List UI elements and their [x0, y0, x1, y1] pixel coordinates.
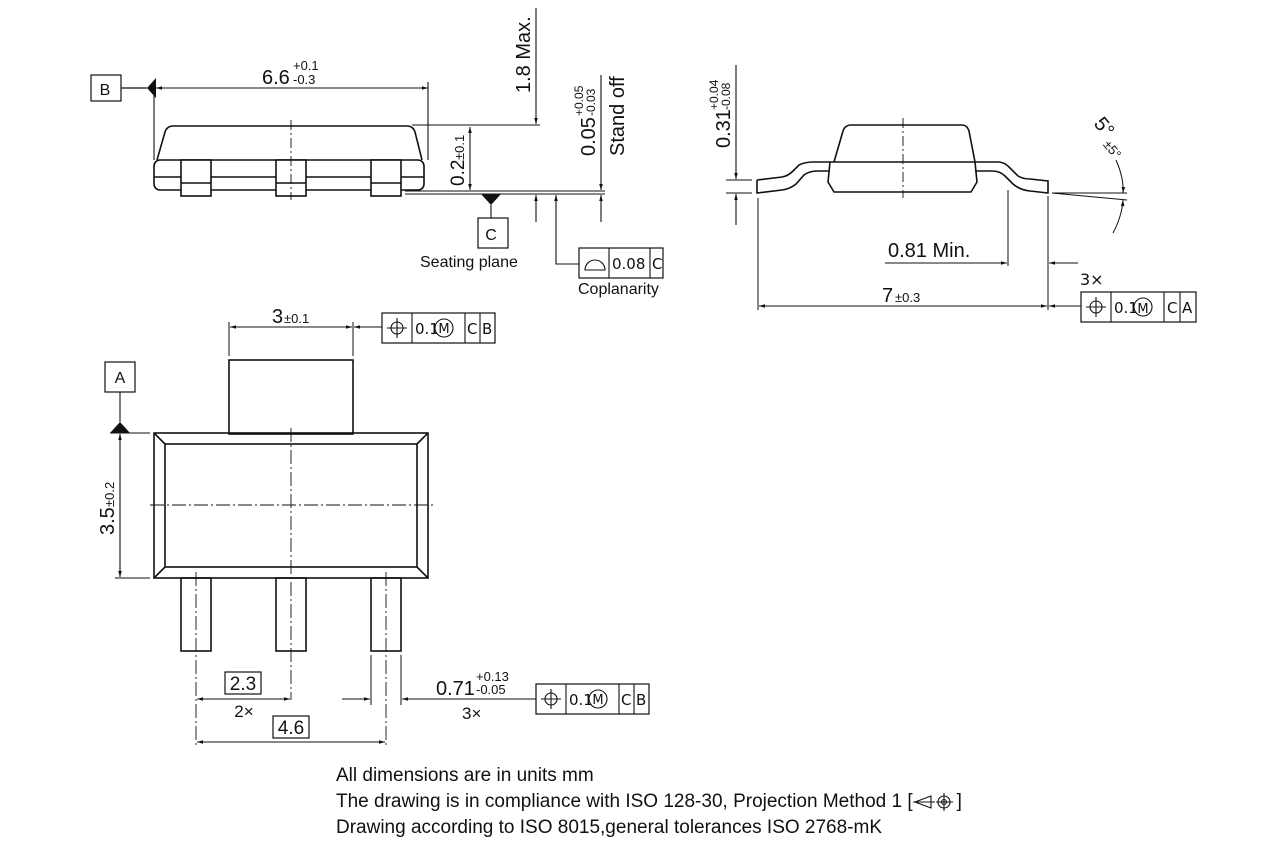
standoff-lower-tol: -0.03	[584, 88, 598, 116]
datum-c-box	[477, 217, 509, 249]
tab-fcf-value: 0.1	[415, 320, 439, 338]
tab-width-tol: ±0.1	[284, 311, 309, 326]
end-fcf-value: 0.1	[1114, 299, 1138, 317]
tab-fcf-datum-2: B	[482, 320, 492, 338]
body-standoff-tol: ±0.1	[452, 135, 467, 160]
mmc-modifier-icon	[1133, 297, 1153, 317]
note-tolerances: Drawing according to ISO 8015,general to…	[336, 817, 883, 838]
end-fcf-modifier: M	[1137, 302, 1148, 317]
lead-thickness-upper-tol: +0.04	[707, 79, 721, 110]
total-width-tol: ±0.3	[895, 290, 920, 305]
position-icon	[1086, 297, 1106, 317]
note-units: All dimensions are in units mm	[336, 765, 594, 786]
angle-dim: 5°	[1089, 113, 1118, 142]
pitch-multiplier: 2×	[234, 702, 253, 721]
lead-fcf-datum-1: C	[621, 691, 631, 709]
span-basic-box	[272, 715, 310, 739]
body-height-dim: 3.5	[97, 507, 119, 535]
tab-fcf	[381, 312, 496, 344]
end-view-multiplier: 3×	[1080, 270, 1104, 289]
tab-fcf-modifier: M	[438, 322, 449, 337]
pitch-dim: 2.3	[230, 674, 256, 695]
angle-tol: ±5°	[1100, 137, 1124, 162]
pitch-basic-box	[224, 671, 262, 695]
lead-width-dim: 0.71	[436, 678, 475, 700]
lead-length-min-dim: 0.81 Min.	[888, 240, 970, 262]
profile-surface-icon	[584, 259, 606, 271]
first-angle-projection-icon	[912, 792, 953, 811]
lead-fcf-value: 0.1	[569, 691, 593, 709]
total-width-dim: 7	[882, 285, 893, 307]
height-max-dim: 1.8 Max.	[513, 16, 535, 93]
length-dim: 6.6	[262, 67, 290, 89]
tab-width-dim: 3	[272, 306, 283, 328]
lead-width-lower-tol: -0.05	[476, 682, 506, 697]
body-standoff-dim: 0.2	[448, 160, 469, 186]
coplanarity-label: Coplanarity	[578, 281, 659, 298]
length-upper-tol: +0.1	[293, 58, 319, 73]
datum-a-label: A	[115, 370, 126, 387]
datum-triangle-icon	[110, 422, 130, 433]
end-view-fcf	[1080, 291, 1197, 323]
length-lower-tol: -0.3	[293, 72, 315, 87]
end-fcf-datum-1: C	[1167, 299, 1177, 317]
position-icon	[541, 689, 561, 709]
lead-width-upper-tol: +0.13	[476, 669, 509, 684]
end-view	[726, 65, 1197, 323]
standoff-upper-tol: +0.05	[572, 85, 586, 116]
lead-thickness-dim: 0.31	[713, 109, 735, 148]
coplanarity-value: 0.08	[612, 255, 645, 273]
coplanarity-fcf	[578, 247, 664, 279]
datum-c-label: C	[485, 227, 497, 244]
standoff-label: Stand off	[607, 76, 629, 156]
side-view	[90, 8, 664, 279]
position-icon	[387, 318, 407, 338]
seating-plane-label: Seating plane	[420, 254, 518, 271]
lead-fcf	[535, 683, 650, 715]
datum-b-label: B	[100, 82, 111, 99]
datum-triangle-icon	[147, 78, 156, 98]
lead-thickness-lower-tol: -0.08	[719, 82, 733, 110]
standoff-dim: 0.05	[578, 117, 600, 156]
mmc-modifier-icon	[588, 689, 608, 709]
mmc-modifier-icon	[434, 318, 454, 338]
seating-datum-triangle-icon	[481, 194, 501, 205]
span-dim: 4.6	[278, 718, 304, 739]
note-projection: The drawing is in compliance with ISO 12…	[336, 789, 962, 815]
lead-width-multiplier: 3×	[462, 704, 481, 723]
coplanarity-datum: C	[652, 255, 662, 273]
top-view	[104, 312, 650, 745]
body-height-tol: ±0.2	[102, 482, 117, 507]
lead-fcf-datum-2: B	[636, 691, 646, 709]
lead-fcf-modifier: M	[592, 693, 603, 708]
drawing-notes: All dimensions are in units mm The drawi…	[336, 763, 962, 841]
note-projection-suffix: ]	[956, 791, 962, 812]
tab-fcf-datum-1: C	[467, 320, 477, 338]
note-projection-text: The drawing is in compliance with ISO 12…	[336, 791, 913, 812]
end-fcf-datum-2: A	[1182, 299, 1193, 317]
